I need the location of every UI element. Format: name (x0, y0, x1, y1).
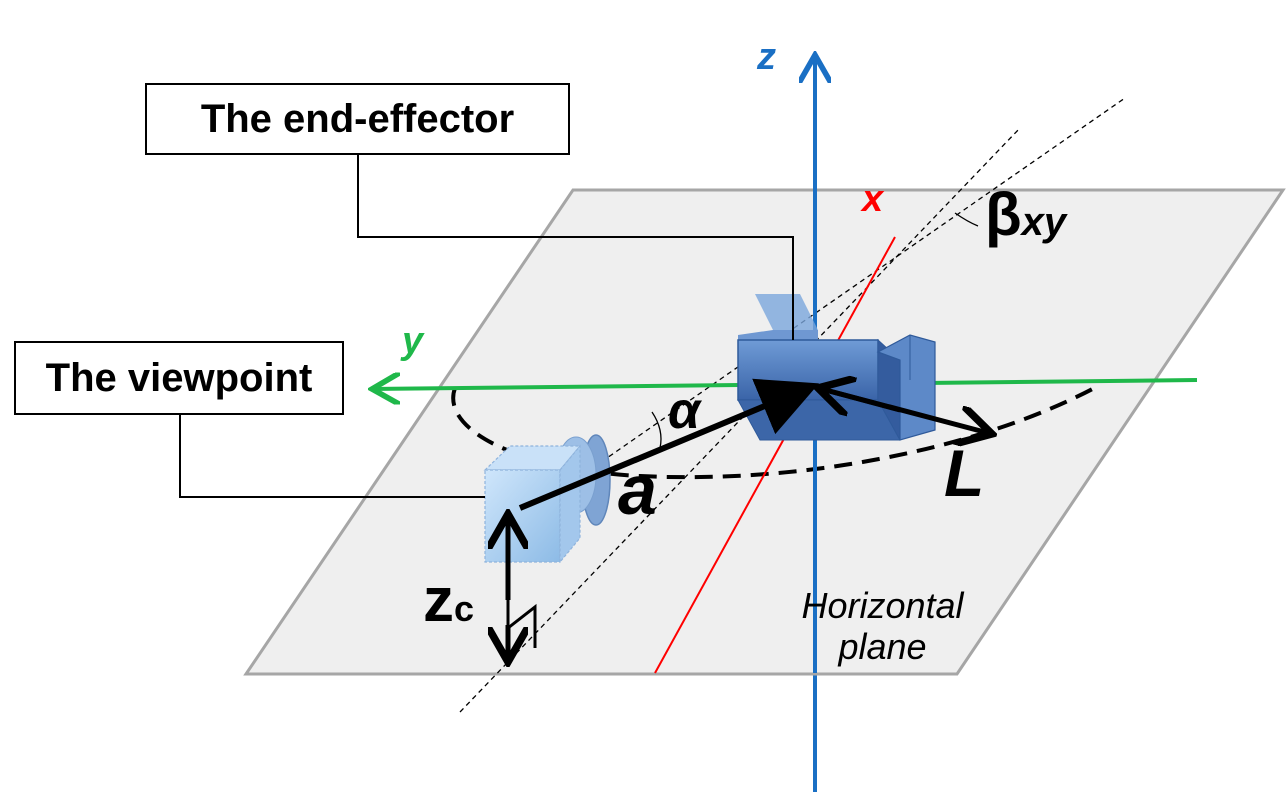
x-axis-label: x (862, 178, 884, 220)
zc-break-mark (506, 600, 537, 648)
y-axis-label: y (402, 320, 424, 362)
vector-a (518, 378, 820, 511)
plane-label-line2: plane (838, 626, 927, 668)
zc-symbol: zc (423, 570, 474, 632)
alpha-symbol: α (668, 382, 701, 440)
x-axis (654, 236, 896, 674)
alpha-arc (651, 411, 662, 449)
trajectory-dashed (451, 383, 1101, 480)
beta-letter: β (985, 181, 1022, 248)
leader-end-effector (357, 155, 794, 340)
z-axis-label: z (757, 36, 776, 78)
beta-subscript: xy (1021, 200, 1067, 244)
beta-arc (954, 212, 979, 227)
camera-shape (483, 434, 611, 564)
leader-viewpoint (179, 415, 485, 498)
dashed-line-2 (534, 97, 1126, 509)
zc-letter: z (423, 566, 454, 635)
plane-label-line1: Horizontal (801, 585, 964, 626)
end-effector-label: The end-effector (145, 83, 570, 155)
viewpoint-label: The viewpoint (14, 341, 344, 415)
l-symbol: L (944, 436, 985, 510)
vector-l-arrow-2 (817, 385, 992, 434)
plane-label: Horizontal plane (770, 585, 995, 668)
zc-subscript: c (454, 588, 475, 629)
a-symbol: a (618, 451, 657, 529)
beta-symbol: βxy (985, 185, 1066, 245)
